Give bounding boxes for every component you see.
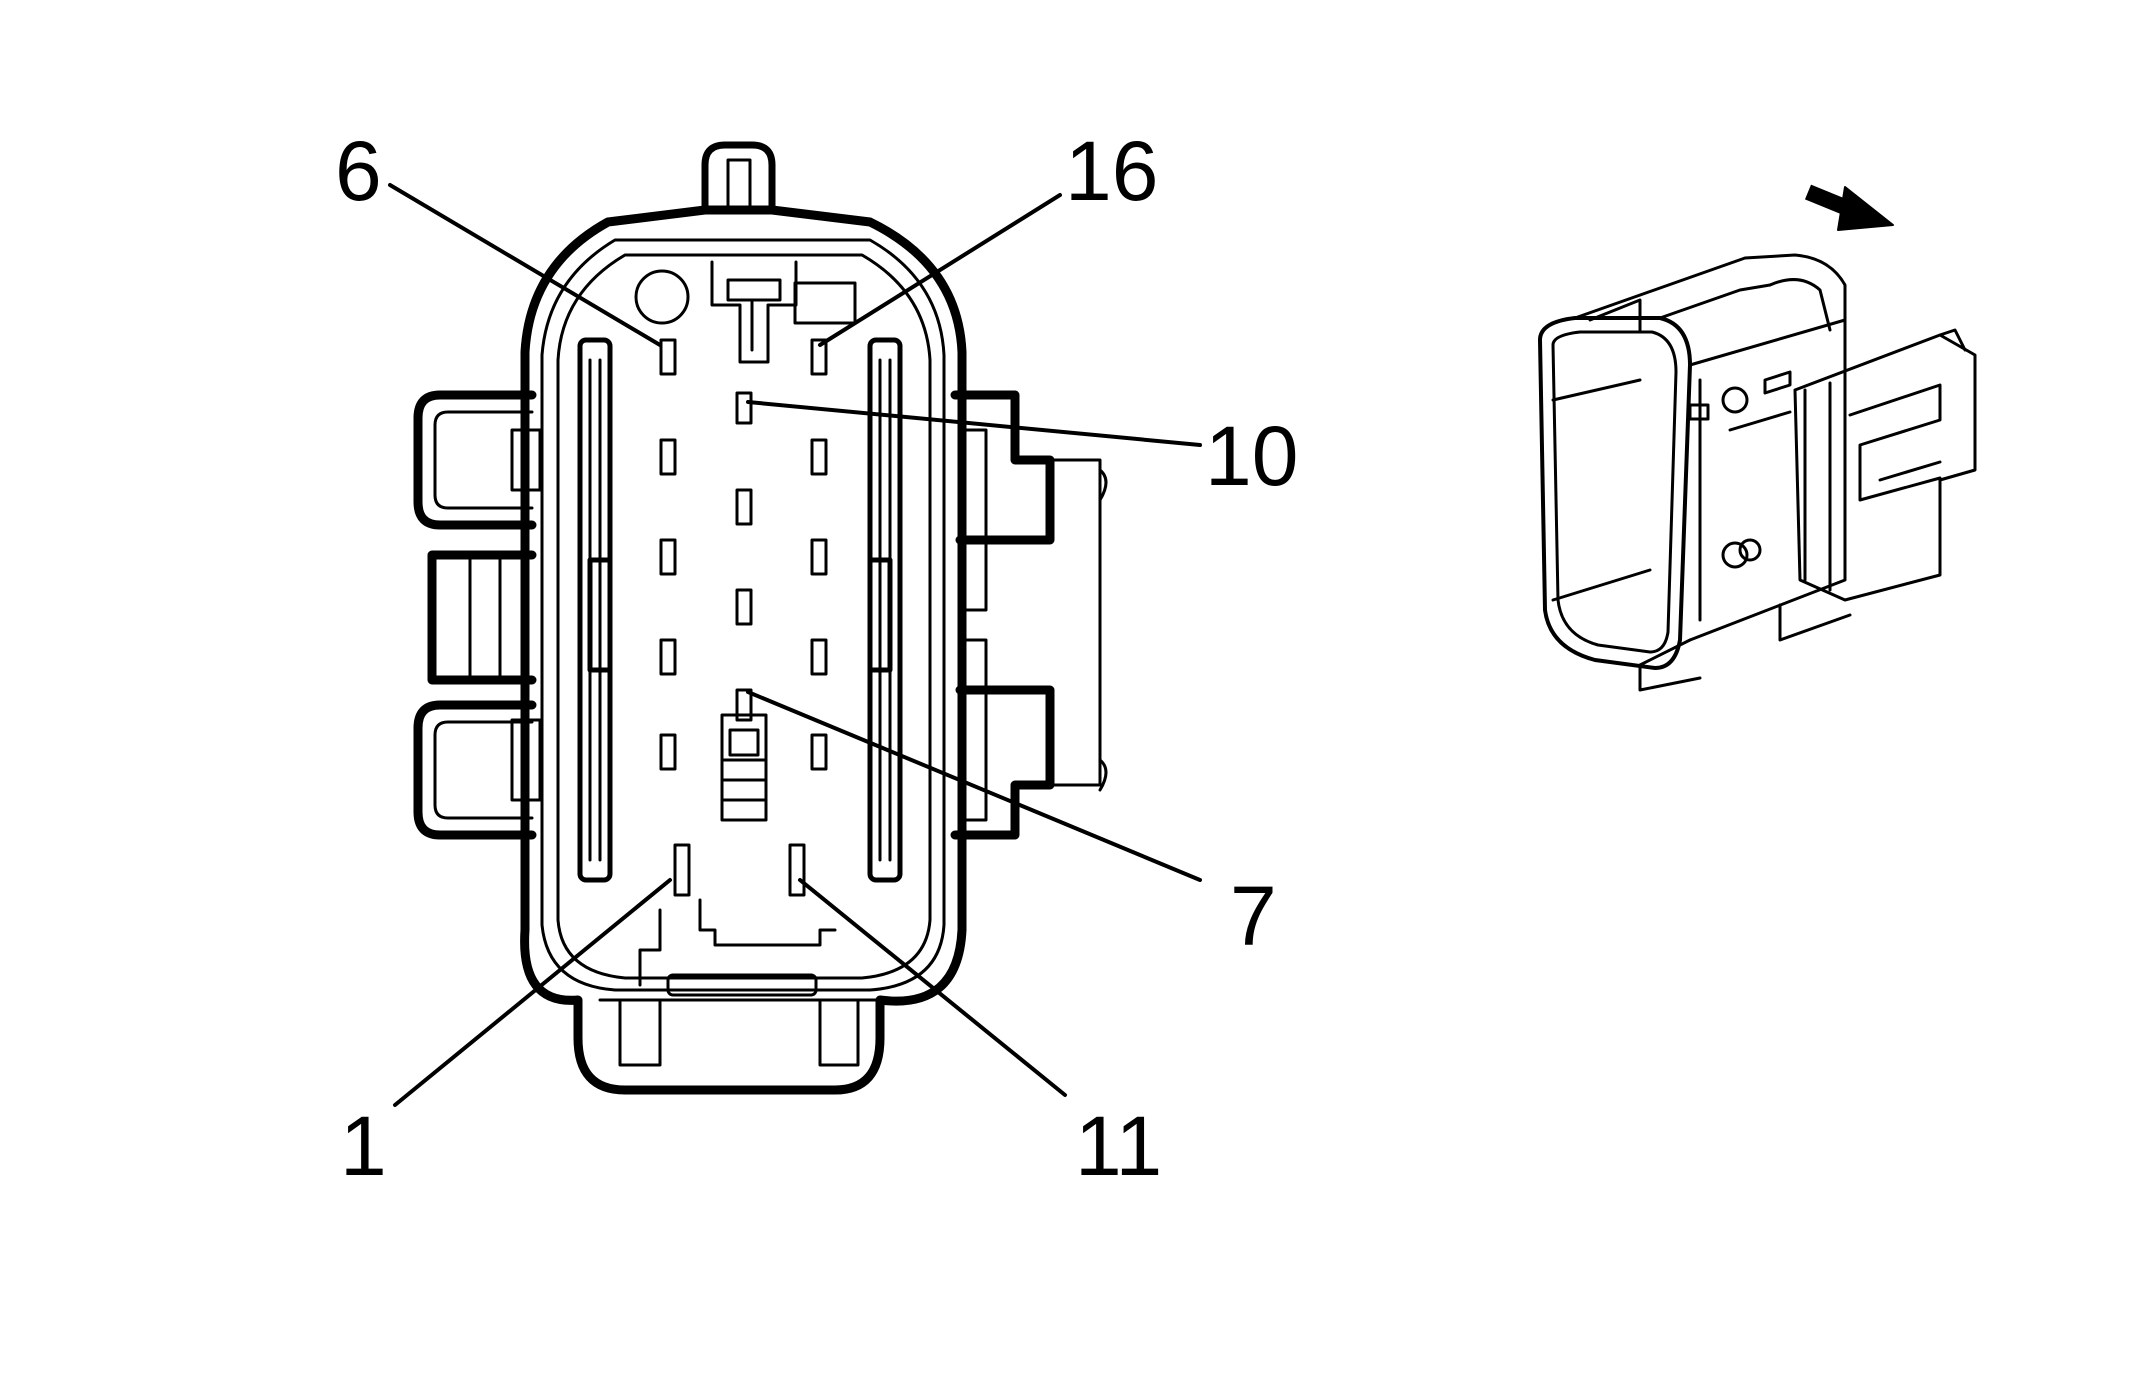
iso-side — [1688, 318, 1847, 642]
leader-10 — [746, 400, 1202, 447]
housing-outer — [520, 205, 967, 1095]
callout-11: 11 — [1075, 1099, 1162, 1193]
left-lock-tab-bottom — [413, 700, 537, 840]
left-rail — [577, 337, 613, 883]
iso-top — [1573, 253, 1847, 422]
leader-11 — [798, 878, 1067, 1097]
connector-iso-view — [1538, 253, 1977, 692]
center-latch — [720, 713, 768, 822]
right-lock-assembly — [950, 390, 1055, 545]
callout-10: 10 — [1205, 409, 1298, 503]
iso-lock — [1793, 333, 1977, 602]
leader-16 — [818, 193, 1062, 347]
top-slot — [793, 281, 857, 325]
bottom-latch — [638, 898, 837, 987]
housing-inner-1 — [540, 238, 946, 992]
callout-labels: 6 16 10 7 1 11 — [335, 124, 1298, 1193]
leader-1 — [393, 878, 672, 1107]
callout-6: 6 — [335, 124, 382, 218]
callout-7: 7 — [1230, 869, 1277, 963]
iso-outer — [1538, 316, 1692, 670]
callout-1: 1 — [340, 1099, 387, 1193]
callout-16: 16 — [1065, 124, 1158, 218]
t-key — [710, 260, 798, 364]
terminal-cavities — [659, 338, 828, 771]
left-center-lock — [427, 550, 537, 685]
left-lock-tab-top — [413, 390, 537, 530]
right-rail — [867, 337, 903, 883]
polarization-hole — [634, 269, 690, 325]
leader-lines — [388, 183, 1202, 1107]
connector-face-view — [413, 141, 1108, 1095]
housing-inner-2 — [556, 253, 932, 980]
leader-6 — [388, 183, 662, 347]
top-key — [701, 141, 776, 214]
direction-arrow-icon — [1804, 184, 1894, 231]
leader-7 — [746, 690, 1202, 882]
